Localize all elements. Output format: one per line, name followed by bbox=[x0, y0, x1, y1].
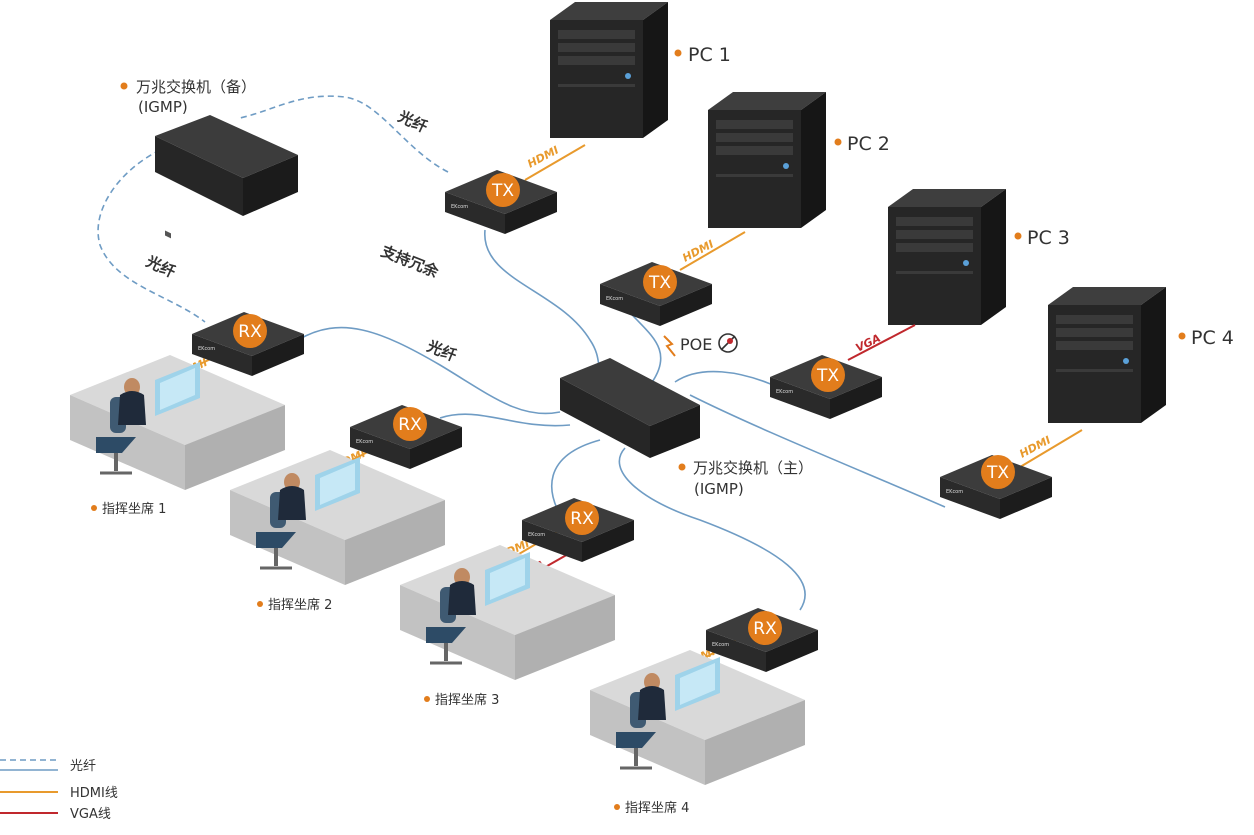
seat2-bullet bbox=[257, 601, 263, 607]
seat1-bullet bbox=[91, 505, 97, 511]
rx1-unit: RX bbox=[192, 312, 304, 376]
fiber-rx4 bbox=[618, 447, 806, 611]
rx1-badge bbox=[233, 314, 267, 348]
pc3-bullet bbox=[1014, 232, 1022, 240]
main-switch-bullet bbox=[678, 463, 686, 471]
rx3-badge bbox=[565, 501, 599, 535]
tx4-label: TX bbox=[986, 463, 1009, 483]
pc2-label: PC 2 bbox=[847, 133, 890, 155]
backup-switch-bullet bbox=[120, 82, 128, 90]
hdmi-cable-pc2 bbox=[679, 231, 746, 271]
fiber-backup-tx1 bbox=[239, 95, 449, 173]
pc2-tower bbox=[708, 92, 826, 228]
hdmi-cable-pc4 bbox=[1014, 429, 1083, 471]
pc1-bullet bbox=[674, 49, 682, 57]
tx3-badge bbox=[811, 358, 845, 392]
rx1-label: RX bbox=[238, 322, 262, 342]
redundancy-note: 支持冗余 bbox=[378, 242, 442, 282]
fiber-rx1 bbox=[297, 326, 561, 415]
seat4-bullet bbox=[614, 804, 620, 810]
tx2-label: TX bbox=[648, 273, 671, 293]
seat1-label: 指挥坐席 1 bbox=[102, 501, 166, 517]
poe-bolt-icon bbox=[663, 335, 676, 357]
rx2-badge bbox=[393, 407, 427, 441]
rx4-unit: RX bbox=[706, 608, 818, 672]
rx2-label: RX bbox=[398, 415, 422, 435]
tx1-badge bbox=[486, 173, 520, 207]
backup-switch bbox=[155, 115, 298, 239]
rx4-label: RX bbox=[753, 619, 777, 639]
pc1-tower bbox=[550, 2, 668, 138]
pc1-label: PC 1 bbox=[688, 44, 731, 66]
tx3-label: TX bbox=[816, 366, 839, 386]
pc3-tower bbox=[888, 189, 1006, 325]
poe-label: POE bbox=[680, 335, 712, 354]
pc3-label: PC 3 bbox=[1027, 227, 1070, 249]
main-switch bbox=[560, 358, 700, 458]
pc4-bullet bbox=[1178, 332, 1186, 340]
rx3-label: RX bbox=[570, 509, 594, 529]
backup-switch-protocol: (IGMP) bbox=[138, 98, 188, 116]
seat2-workstation bbox=[228, 448, 447, 587]
legend: 光纤 HDMI线 VGA线 bbox=[0, 759, 118, 822]
fiber-tx1 bbox=[484, 229, 613, 386]
poe-plug-icon bbox=[718, 333, 738, 353]
rx4-badge bbox=[748, 611, 782, 645]
rx3-unit: RX bbox=[522, 498, 634, 562]
tx2-badge bbox=[643, 265, 677, 299]
legend-hdmi-label: HDMI线 bbox=[70, 786, 118, 801]
fiber-rx2 bbox=[439, 413, 571, 427]
vga-cable-pc3 bbox=[847, 324, 916, 361]
fiber-backup-rx1 bbox=[97, 149, 206, 323]
fiber-note-top: 光纤 bbox=[394, 107, 430, 136]
tx1-unit: TX bbox=[445, 170, 557, 234]
hdmi-cable-pc1 bbox=[524, 144, 586, 181]
backup-switch-label: 万兆交换机（备） bbox=[136, 78, 256, 96]
tx4-unit: TX bbox=[940, 455, 1052, 519]
fiber-tx4 bbox=[689, 394, 946, 508]
fiber-note-left: 光纤 bbox=[142, 252, 178, 281]
main-switch-protocol: (IGMP) bbox=[694, 480, 744, 498]
tx1-label: TX bbox=[491, 181, 514, 201]
pc4-label: PC 4 bbox=[1191, 327, 1234, 349]
legend-fiber-label: 光纤 bbox=[70, 759, 96, 774]
seat3-workstation bbox=[398, 543, 617, 682]
pc2-bullet bbox=[834, 138, 842, 146]
poe-plug-dot bbox=[727, 338, 733, 344]
tx3-unit: TX bbox=[770, 355, 882, 419]
vga-label-pc3: VGA bbox=[854, 332, 883, 355]
seat4-workstation bbox=[588, 648, 807, 787]
legend-vga-label: VGA线 bbox=[70, 807, 111, 822]
seat3-bullet bbox=[424, 696, 430, 702]
hdmi-label-pc4: HDMI bbox=[1017, 433, 1053, 460]
fiber-note-middle: 光纤 bbox=[424, 337, 460, 365]
seat4-label: 指挥坐席 4 bbox=[625, 800, 689, 816]
pc4-tower bbox=[1048, 287, 1166, 423]
seat3-label: 指挥坐席 3 bbox=[435, 692, 499, 708]
main-switch-label: 万兆交换机（主） bbox=[693, 459, 813, 477]
hdmi-label-pc1: HDMI bbox=[525, 143, 561, 170]
tx4-badge bbox=[981, 455, 1015, 489]
fiber-tx3 bbox=[674, 370, 781, 389]
seat2-label: 指挥坐席 2 bbox=[268, 597, 332, 613]
tx2-unit: TX bbox=[600, 262, 712, 326]
rx2-unit: RX bbox=[350, 405, 462, 469]
